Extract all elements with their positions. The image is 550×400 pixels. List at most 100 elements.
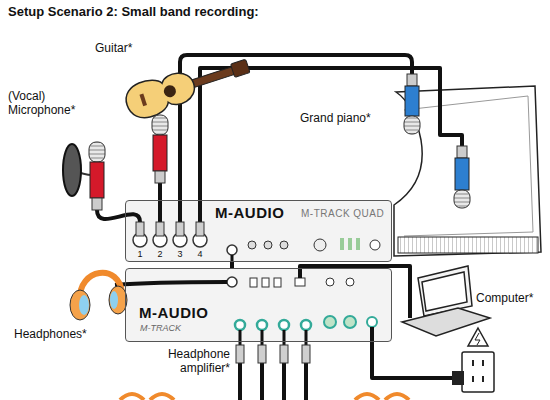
guitar: [122, 67, 200, 123]
power-outlet: [468, 328, 488, 346]
grand-piano: [404, 96, 533, 236]
amplifier-body: [367, 317, 377, 327]
plugs: [258, 345, 266, 363]
amplifier-body: [227, 277, 237, 287]
device-box: M-AUDIOM-TRACK: [125, 268, 392, 342]
laptop: [422, 272, 467, 311]
power-outlet: [472, 360, 474, 366]
vocal-microphone: [92, 198, 102, 210]
amplifier-body: [274, 278, 281, 287]
interface-body: [248, 241, 256, 249]
title: Setup Scenario 2: Small band recording:: [8, 5, 259, 20]
plugs: [280, 345, 288, 363]
cables: [372, 327, 456, 378]
interface-body: [370, 240, 380, 250]
amplifier-body: [126, 269, 391, 341]
vocal-microphone: [90, 162, 104, 198]
interface-body: [280, 241, 288, 249]
cables: [300, 266, 410, 318]
piano-microphone: [407, 74, 417, 86]
input-number: 4: [196, 249, 204, 259]
interface-body: [126, 201, 391, 261]
vocal-microphone: [63, 144, 81, 196]
plugs: [156, 222, 164, 236]
power-outlet: [452, 328, 494, 392]
brand-name: M-AUDIO: [215, 204, 284, 221]
vocal-microphone: [63, 142, 105, 210]
amplifier-body: [324, 316, 336, 328]
headphones: [79, 295, 89, 315]
part-label: (Vocal) Microphone*: [8, 90, 88, 118]
plugs: [136, 222, 144, 236]
cables: [180, 55, 412, 222]
interface-body: [356, 238, 360, 250]
cables: [240, 330, 306, 345]
plugs: [196, 222, 204, 236]
cut-headphones: [385, 394, 409, 400]
piano-microphone: [404, 74, 470, 208]
power-outlet: [462, 352, 494, 392]
laptop: [418, 266, 472, 316]
amplifier-body: [262, 278, 269, 287]
cut-headphones: [355, 394, 379, 400]
cables: [97, 210, 140, 222]
plugs: [176, 222, 184, 236]
piano-microphone: [455, 158, 469, 190]
grand-piano: [394, 86, 541, 256]
headphones: [70, 273, 127, 320]
guitar: [230, 59, 250, 77]
amplifier-body: [250, 278, 257, 287]
interface-body: [231, 255, 234, 262]
device-box: M-AUDIOM-TRACK QUAD: [125, 200, 392, 262]
amplifier-body: [235, 320, 245, 330]
power-outlet: [452, 371, 464, 385]
instrument-microphone: [152, 115, 168, 135]
interface-body: [314, 239, 326, 251]
power-outlet: [472, 376, 474, 382]
power-outlet: [482, 376, 484, 382]
power-outlet: [482, 360, 484, 366]
part-label: Guitar*: [95, 42, 132, 56]
cut-headphones: [120, 394, 144, 400]
interface-body: [227, 245, 237, 255]
amplifier-body: [295, 278, 305, 286]
vocal-microphone: [89, 142, 105, 162]
part-label: Headphone amplifier*: [146, 348, 230, 376]
input-number: 1: [136, 249, 144, 259]
cables: [200, 68, 462, 222]
cables: [115, 282, 227, 285]
instrument-microphone: [153, 135, 167, 171]
input-number: 3: [176, 249, 184, 259]
cables: [158, 182, 162, 222]
cables: [240, 362, 306, 400]
cut-headphones: [120, 394, 409, 400]
part-label: Grand piano*: [300, 112, 371, 126]
amplifier-body: [326, 278, 334, 286]
amplifier-body: [279, 320, 289, 330]
amplifier-body: [301, 320, 311, 330]
piano-microphone: [457, 146, 467, 158]
interface-body: [264, 241, 272, 249]
piano-microphone: [454, 190, 470, 208]
guitar: [139, 94, 147, 107]
headphones: [110, 291, 118, 309]
interface-body: [126, 201, 391, 262]
instrument-microphone: [152, 115, 168, 183]
instrument-microphone: [155, 171, 165, 183]
guitar: [122, 49, 254, 123]
brand-name: M-AUDIO: [139, 304, 208, 321]
plugs: [236, 345, 244, 363]
grand-piano: [394, 86, 541, 256]
piano-microphone: [404, 116, 420, 134]
part-label: Computer*: [476, 292, 533, 306]
interface-body: [348, 238, 352, 250]
amplifier-body: [126, 269, 391, 341]
cables: [97, 55, 462, 400]
plugs: [302, 345, 310, 363]
input-number: 2: [156, 249, 164, 259]
amplifier-body: [344, 316, 356, 328]
headphones: [70, 290, 90, 320]
cut-headphones: [150, 394, 174, 400]
grand-piano: [398, 237, 538, 253]
